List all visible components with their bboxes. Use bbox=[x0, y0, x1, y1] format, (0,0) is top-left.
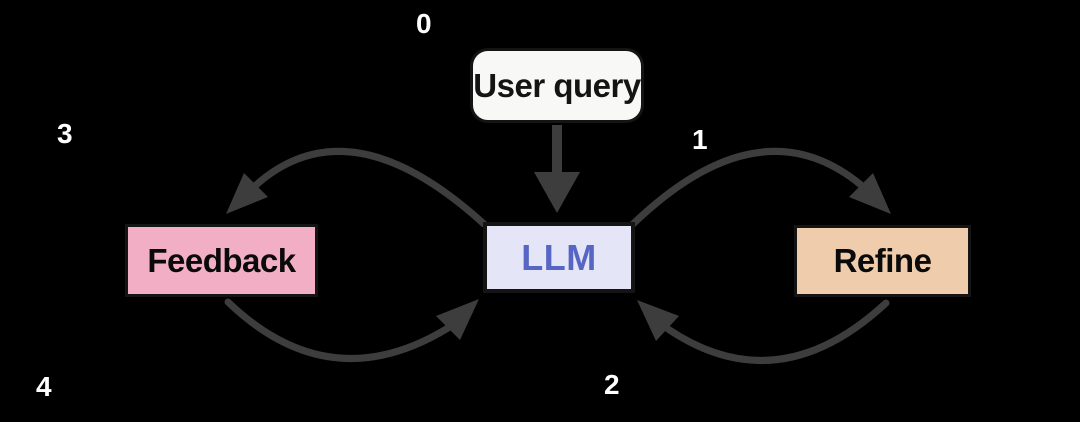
node-llm-label: LLM bbox=[521, 236, 597, 278]
node-user-query-label: User query bbox=[473, 66, 641, 104]
step-label-4: 4 bbox=[36, 371, 52, 402]
arrow-user-query-to-llm bbox=[534, 125, 580, 213]
node-user-query: User query bbox=[470, 48, 644, 123]
node-llm: LLM bbox=[483, 222, 635, 293]
arrow-refine-to-llm bbox=[637, 299, 890, 364]
step-label-0: 0 bbox=[416, 8, 432, 39]
node-feedback-label: Feedback bbox=[147, 241, 296, 279]
step-label-1: 1 bbox=[692, 124, 708, 155]
arrow-feedback-to-llm bbox=[224, 298, 479, 362]
step-label-3: 3 bbox=[57, 118, 73, 149]
node-refine-label: Refine bbox=[833, 242, 932, 279]
node-refine: Refine bbox=[794, 225, 971, 297]
step-label-2: 2 bbox=[604, 369, 620, 400]
node-feedback: Feedback bbox=[125, 224, 318, 297]
arrow-llm-to-refine bbox=[629, 147, 891, 228]
arrow-llm-to-feedback bbox=[226, 147, 488, 228]
